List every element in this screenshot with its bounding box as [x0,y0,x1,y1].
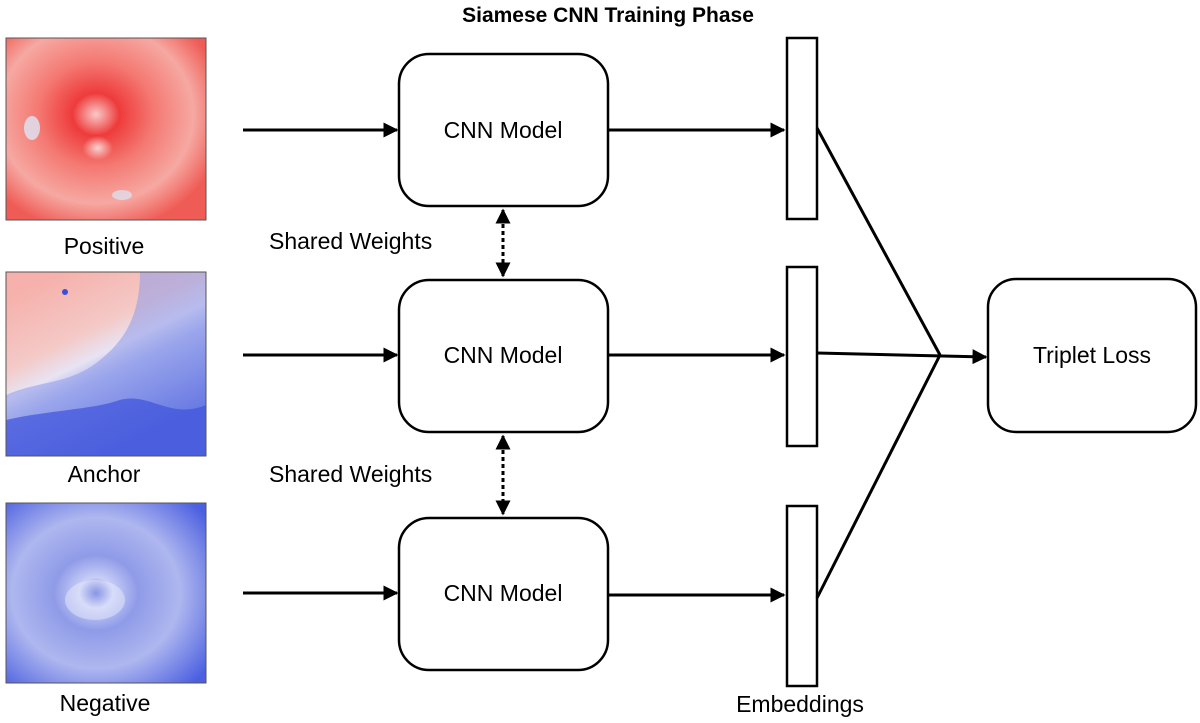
loss-arrow [816,349,988,365]
cnn-model-label-3: CNN Model [444,580,563,606]
triplet-loss-label: Triplet Loss [1033,342,1151,368]
embeddings-label: Embeddings [736,691,864,717]
cnn-model-label-2: CNN Model [444,342,563,368]
merge-line-3 [815,354,942,599]
triplet-loss-box [986,277,1198,434]
embedding-vector-1 [785,36,819,221]
merge-line-1 [815,127,942,356]
shared-weights-label-2: Shared Weights [269,461,432,487]
negative-label: Negative [60,690,151,716]
embedding-vector-2 [785,265,819,448]
positive-label: Positive [64,233,145,259]
positive-image [5,37,207,221]
negative-image [5,502,207,684]
cnn-model-label-1: CNN Model [444,117,563,143]
embedding-vector-3 [785,504,819,688]
anchor-image [5,271,207,457]
anchor-label: Anchor [68,461,141,487]
diagram-title: Siamese CNN Training Phase [462,4,754,27]
shared-weights-label-1: Shared Weights [269,228,432,254]
